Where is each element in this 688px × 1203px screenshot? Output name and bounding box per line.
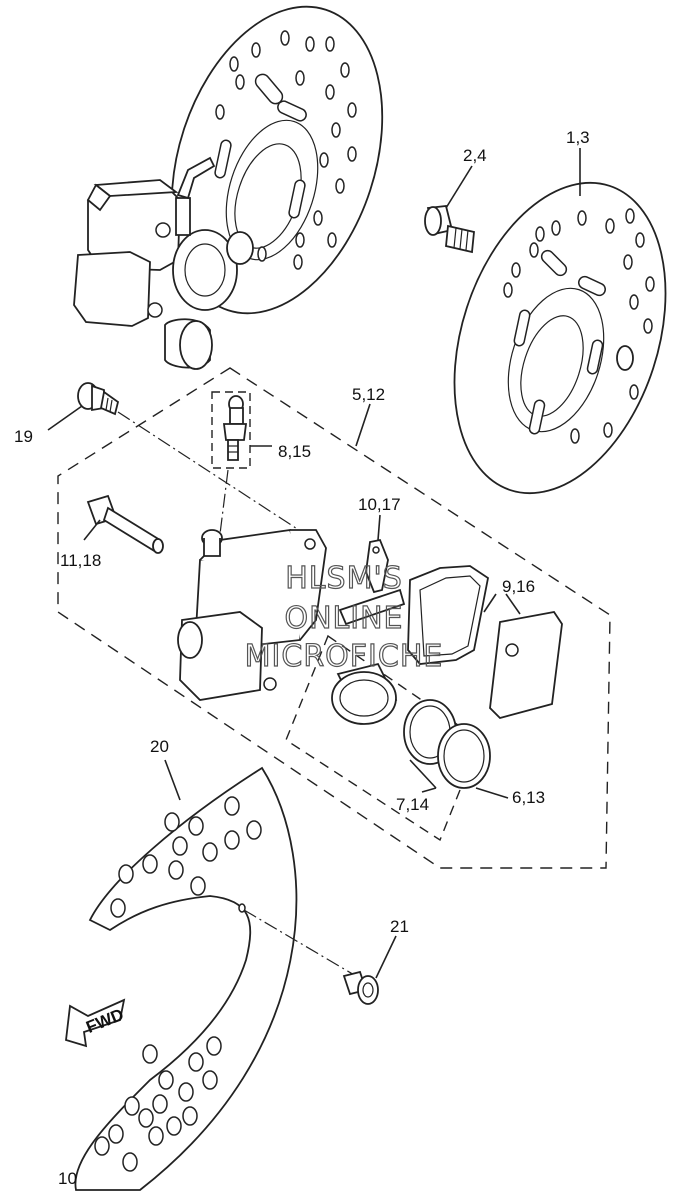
- assembled-caliper: [73, 156, 254, 370]
- brake-pad: [407, 565, 489, 665]
- watermark: HLSM'S ONLINE MICROFICHE: [244, 560, 444, 674]
- callout-11-18: 11,18: [60, 551, 101, 570]
- cover-bolt: [342, 970, 379, 1005]
- assembled-disc: [170, 5, 384, 315]
- callout-1-3: 1,3: [566, 128, 590, 147]
- callout-10-17: 10,17: [358, 495, 401, 514]
- callout-6-13: 6,13: [512, 788, 545, 807]
- page-number: 10: [58, 1169, 77, 1188]
- disc-bolt: [424, 205, 475, 254]
- callout-5-12: 5,12: [352, 385, 385, 404]
- callout-19: 19: [14, 427, 33, 446]
- disc-cover: [74, 766, 298, 1191]
- caliper-pin: [86, 494, 164, 554]
- brake-pad-2: [489, 611, 563, 720]
- pad-spring: [338, 538, 406, 626]
- brake-disc: [453, 181, 667, 495]
- bleeder-screw: [211, 391, 251, 469]
- watermark-line2: ONLINE: [284, 601, 403, 636]
- callout-2-4: 2,4: [463, 146, 487, 165]
- callout-21: 21: [390, 917, 409, 936]
- caliper-body: [177, 529, 327, 701]
- callout-9-16: 9,16: [502, 577, 535, 596]
- callout-8-15: 8,15: [278, 442, 311, 461]
- fwd-arrow-icon: FWD: [65, 998, 126, 1048]
- callout-7-14: 7,14: [396, 795, 429, 814]
- piston: [331, 662, 398, 725]
- watermark-line1: HLSM'S: [285, 561, 403, 596]
- watermark-line3: MICROFICHE: [245, 639, 444, 674]
- dust-seal: [437, 723, 491, 789]
- bolt-19: [77, 382, 120, 416]
- fwd-label: FWD: [83, 1005, 126, 1037]
- callout-20: 20: [150, 737, 169, 756]
